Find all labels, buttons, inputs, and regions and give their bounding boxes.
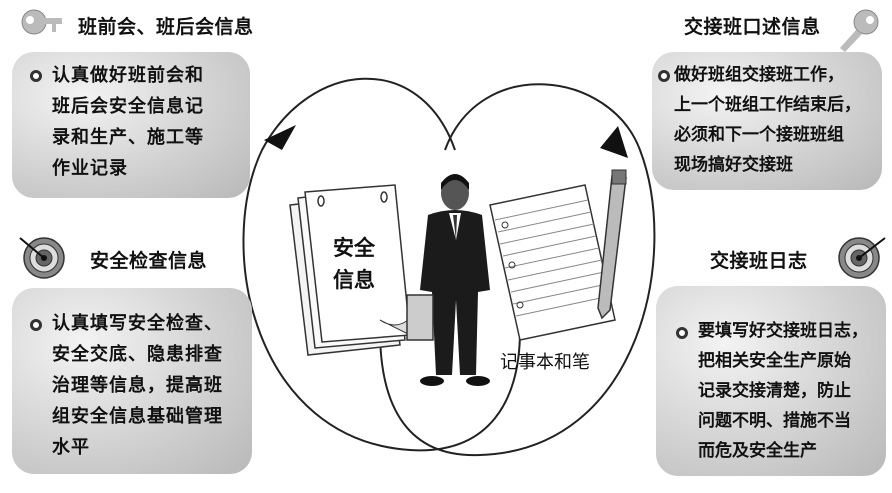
panel-heading-handover-verbal: 交接班口述信息: [684, 16, 821, 38]
panel-handover-verbal: 做好班组交接班工作， 上一个班组工作结束后， 必须和下一个接班班组 现场搞好交接…: [652, 52, 882, 190]
bullet-icon: [658, 70, 670, 82]
panel-line: 组安全信息基础管理: [52, 406, 223, 427]
panel-text: 做好班组交接班工作， 上一个班组工作结束后， 必须和下一个接班班组 现场搞好交接…: [674, 60, 861, 180]
panel-line: 问题不明、措施不当: [698, 411, 851, 431]
panel-line: 录和生产、施工等: [52, 127, 204, 148]
panel-safety-inspection: 认真填写安全检查、 安全交底、隐患排查 治理等信息，提高班 组安全信息基础管理 …: [12, 288, 252, 474]
panel-text: 认真做好班前会和 班后会安全信息记 录和生产、施工等 作业记录: [52, 60, 204, 184]
panel-line: 水平: [52, 437, 90, 458]
businessman-icon: [406, 174, 490, 386]
right-arrowhead: [600, 126, 628, 158]
panel-line: 现场搞好交接班: [674, 155, 793, 175]
panel-handover-log: 要填写好交接班日志， 把相关安全生产原始 记录交接清楚，防止 问题不明、措施不当…: [656, 286, 886, 476]
bullet-icon: [676, 327, 688, 339]
pen-icon: [597, 169, 627, 320]
target-icon-bottom-right: [838, 237, 886, 279]
panel-line: 必须和下一个接班班组: [674, 125, 844, 145]
document-label-line: 信息: [333, 268, 375, 292]
panel-line: 作业记录: [52, 158, 128, 179]
key-icon-top-right: [840, 9, 879, 52]
panel-line: 记录交接清楚，防止: [698, 381, 851, 401]
panel-line: 治理等信息，提高班: [52, 375, 223, 396]
panel-heading-handover-log: 交接班日志: [710, 250, 808, 272]
panel-line: 把相关安全生产原始: [698, 351, 851, 371]
target-icon-bottom-left: [19, 237, 65, 279]
bullet-icon: [30, 319, 42, 331]
panel-line: 认真做好班前会和: [52, 65, 204, 86]
key-icon-top-left: [21, 9, 62, 35]
bullet-icon: [30, 70, 42, 82]
panel-line: 上一个班组工作结束后，: [674, 95, 861, 115]
panel-line: 而危及安全生产: [698, 441, 817, 461]
panel-line: 安全交底、隐患排查: [52, 344, 223, 365]
panel-line: 班后会安全信息记: [52, 96, 204, 117]
right-cycle-loop: [379, 83, 656, 457]
panel-line: 要填写好交接班日志，: [698, 321, 868, 341]
safety-info-document-icon: [289, 184, 411, 356]
panel-text: 认真填写安全检查、 安全交底、隐患排查 治理等信息，提高班 组安全信息基础管理 …: [52, 308, 223, 463]
notebook-icon: [489, 184, 616, 341]
document-label-line: 安全: [333, 236, 375, 260]
panel-heading-shift-meetings: 班前会、班后会信息: [78, 16, 254, 38]
left-cycle-loop: [242, 77, 521, 452]
panel-heading-safety-inspection: 安全检查信息: [90, 250, 208, 272]
notebook-caption: 记事本和笔: [500, 352, 590, 373]
left-arrowhead: [264, 125, 296, 150]
panel-shift-meetings: 认真做好班前会和 班后会安全信息记 录和生产、施工等 作业记录: [12, 52, 250, 198]
panel-text: 要填写好交接班日志， 把相关安全生产原始 记录交接清楚，防止 问题不明、措施不当…: [698, 316, 868, 466]
panel-line: 做好班组交接班工作，: [674, 65, 844, 85]
safety-info-document-label: 安全 信息: [324, 232, 384, 296]
panel-line: 认真填写安全检查、: [52, 313, 223, 334]
